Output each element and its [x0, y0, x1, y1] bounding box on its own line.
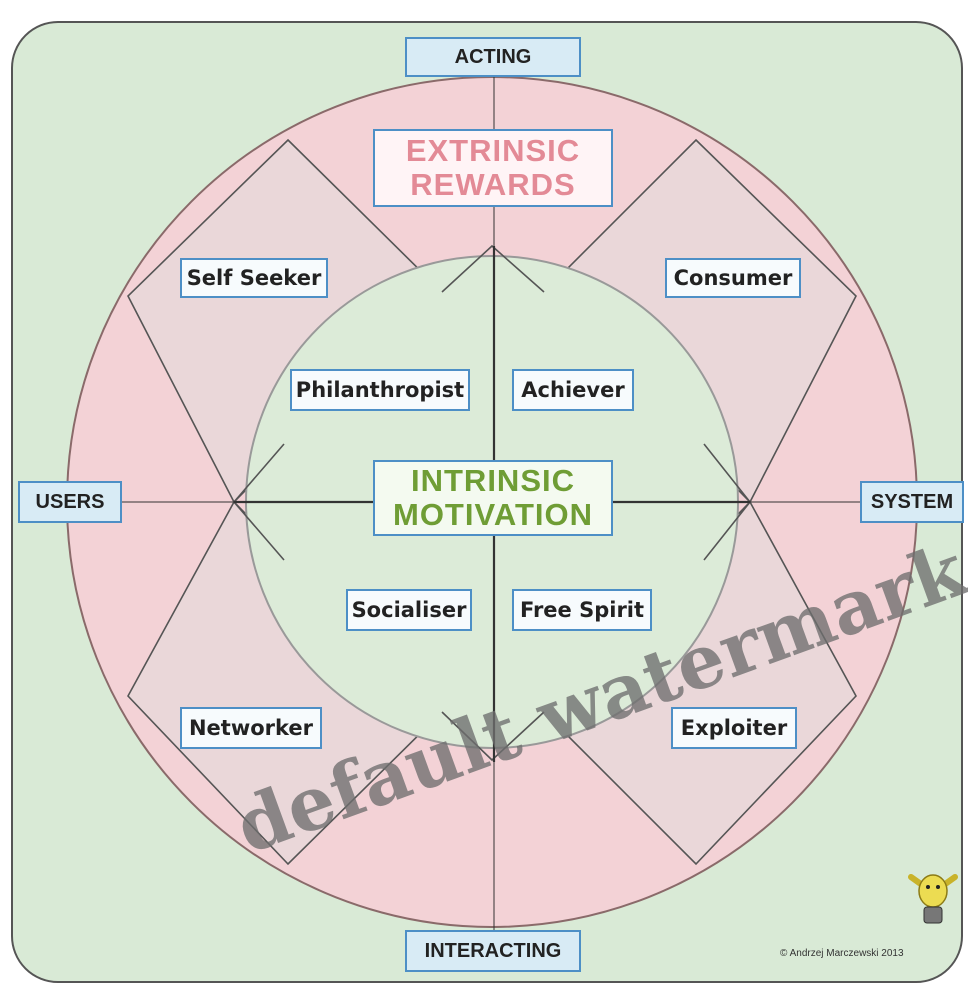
- type-networker: Networker: [180, 707, 322, 749]
- axis-label-acting: ACTING: [405, 37, 581, 77]
- type-achiever: Achiever: [512, 369, 634, 411]
- type-socialiser: Socialiser: [346, 589, 472, 631]
- axis-label-users: USERS: [18, 481, 122, 523]
- type-free-spirit: Free Spirit: [512, 589, 652, 631]
- mascot-logo: [908, 874, 958, 924]
- type-consumer: Consumer: [665, 258, 801, 298]
- type-exploiter: Exploiter: [671, 707, 797, 749]
- intrinsic-motivation-label: INTRINSIC MOTIVATION: [373, 460, 613, 536]
- extrinsic-rewards-label: EXTRINSIC REWARDS: [373, 129, 613, 207]
- axis-label-interacting: INTERACTING: [405, 930, 581, 972]
- axis-label-system: SYSTEM: [860, 481, 964, 523]
- type-philanthropist: Philanthropist: [290, 369, 470, 411]
- extrinsic-line-2: REWARDS: [410, 167, 576, 202]
- extrinsic-line-1: EXTRINSIC: [405, 132, 581, 168]
- type-self-seeker: Self Seeker: [180, 258, 328, 298]
- intrinsic-line-2: MOTIVATION: [393, 497, 593, 532]
- copyright-text: © Andrzej Marczewski 2013: [780, 948, 904, 959]
- intrinsic-line-1: INTRINSIC: [411, 462, 575, 498]
